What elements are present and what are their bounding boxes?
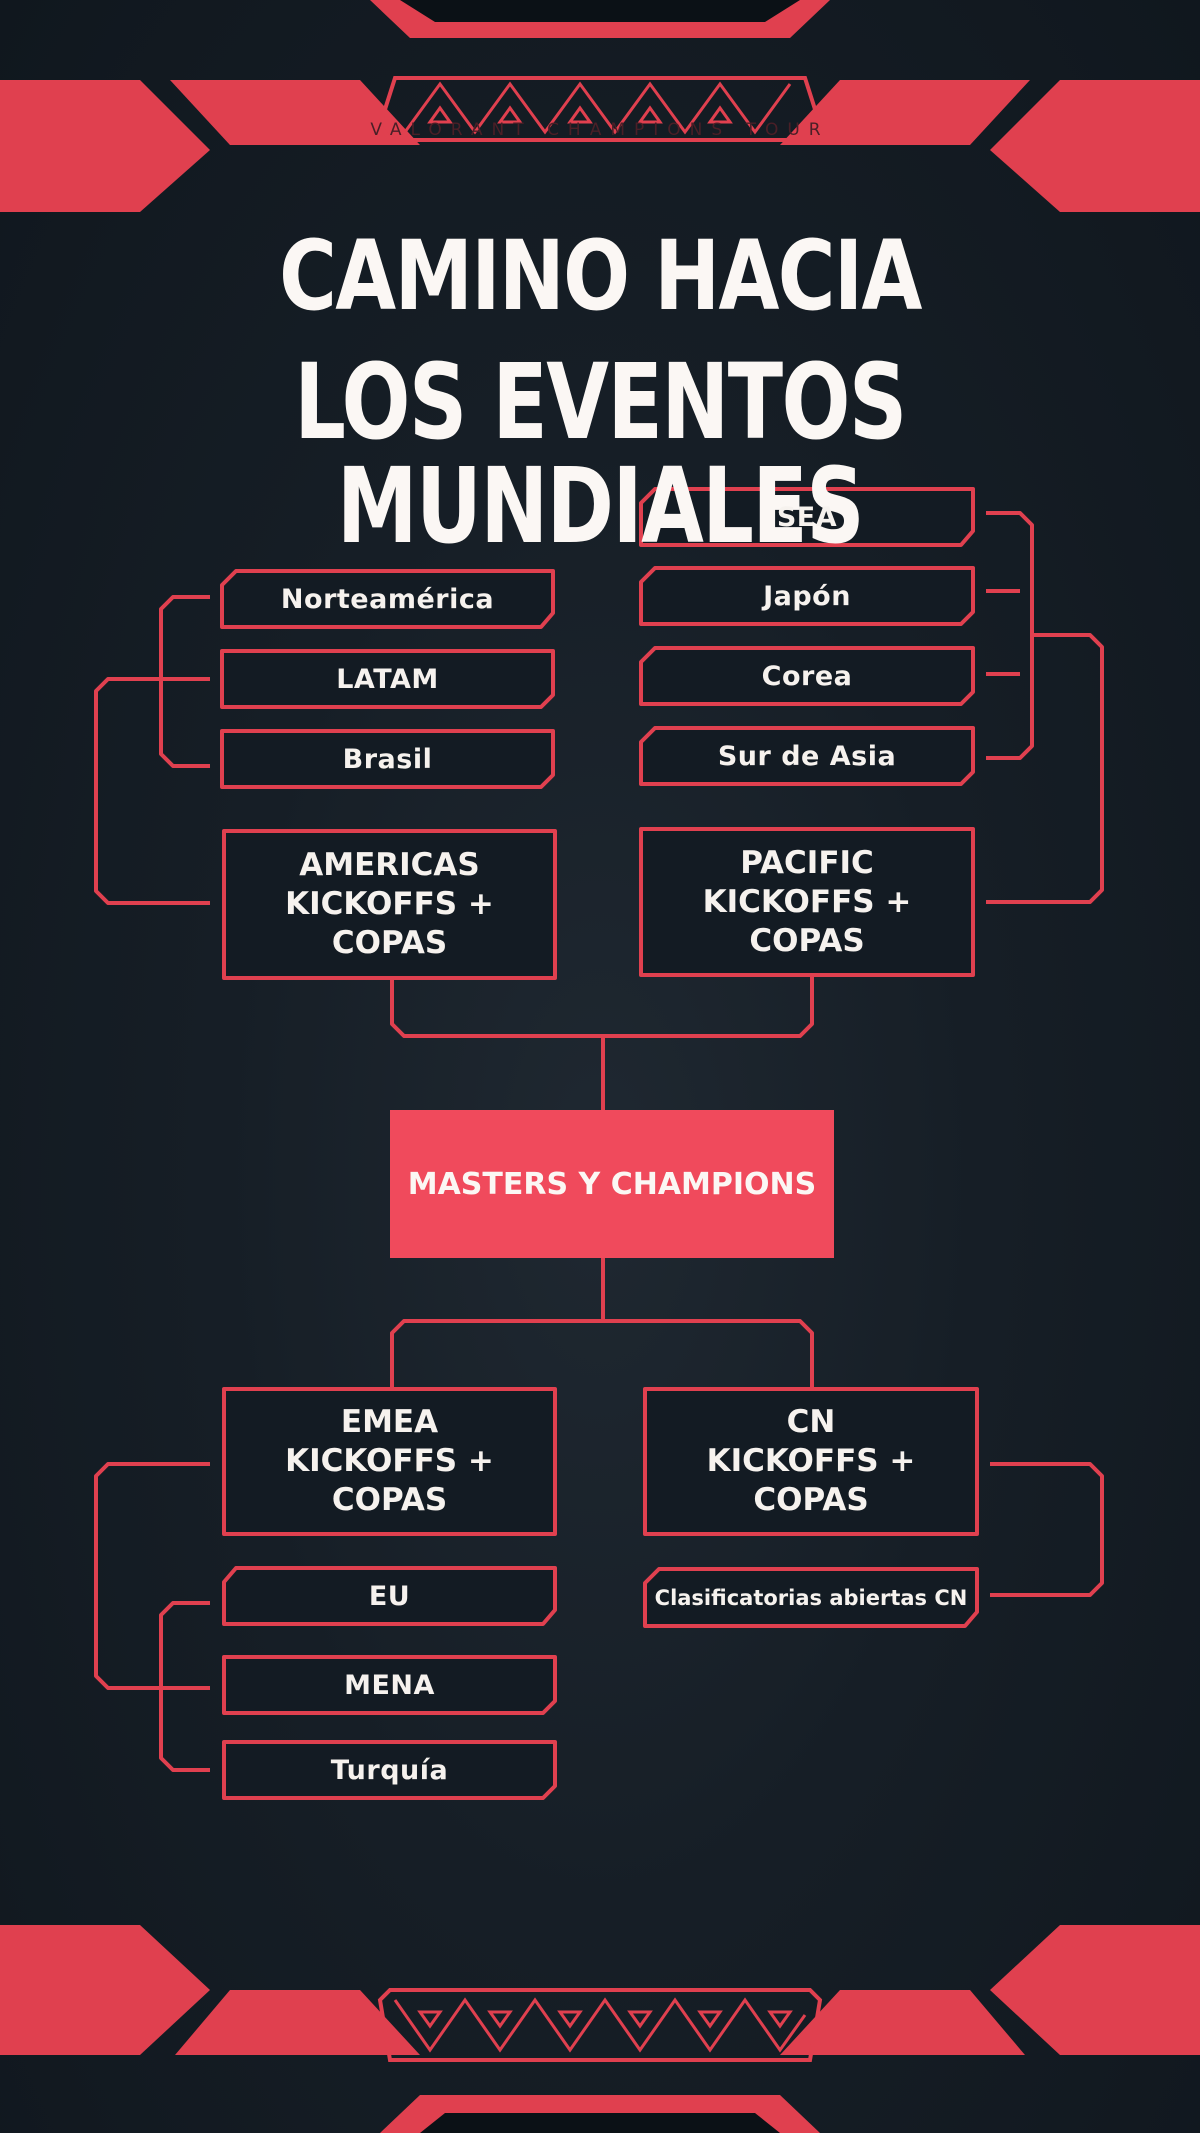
- hub-pacific-name: PACIFIC: [740, 844, 874, 881]
- region-brasil: Brasil: [342, 743, 433, 775]
- hub-emea: EMEA KICKOFFS + COPAS: [224, 1389, 555, 1534]
- connector-lines: [94, 511, 1104, 1772]
- hub-pacific: PACIFIC KICKOFFS + COPAS: [641, 829, 973, 975]
- box-outlines: [220, 487, 979, 1800]
- region-corea: Corea: [761, 660, 853, 692]
- region-mena: MENA: [344, 1669, 435, 1701]
- brand-wordmark: VALORANT CHAMPIONS TOUR: [370, 120, 830, 140]
- hub-americas-name: AMERICAS: [299, 847, 480, 883]
- masters-champions: MASTERS Y CHAMPIONS: [407, 1166, 817, 1202]
- hub-americas: AMERICAS KICKOFFS + COPAS: [224, 831, 555, 978]
- region-turquia: Turquía: [330, 1754, 449, 1786]
- hub-cn: CN KICKOFFS + COPAS: [645, 1389, 977, 1534]
- bottom-frame-ornament: [0, 1925, 1200, 2133]
- region-eu: EU: [368, 1580, 411, 1612]
- region-norteamerica: Norteamérica: [280, 583, 495, 615]
- title-line-1: CAMINO HACIA: [279, 220, 922, 332]
- hub-cn-subtitle: KICKOFFS + COPAS: [706, 1443, 916, 1518]
- region-sur-de-asia: Sur de Asia: [717, 740, 897, 772]
- region-cn-open-qualifiers: Clasificatorias abiertas CN: [654, 1585, 968, 1610]
- hub-cn-name: CN: [786, 1404, 836, 1440]
- hub-emea-subtitle: KICKOFFS + COPAS: [285, 1443, 494, 1518]
- hub-americas-subtitle: KICKOFFS + COPAS: [285, 886, 494, 961]
- title-line-2: LOS EVENTOS MUNDIALES: [294, 341, 907, 567]
- region-sea: SEA: [776, 501, 838, 533]
- masters-fill: [390, 1110, 834, 1258]
- region-japon: Japón: [763, 580, 851, 612]
- hub-emea-name: EMEA: [340, 1404, 439, 1440]
- region-latam: LATAM: [336, 663, 439, 695]
- hub-pacific-subtitle: KICKOFFS + COPAS: [702, 883, 912, 959]
- top-frame-ornament: [0, 0, 1200, 212]
